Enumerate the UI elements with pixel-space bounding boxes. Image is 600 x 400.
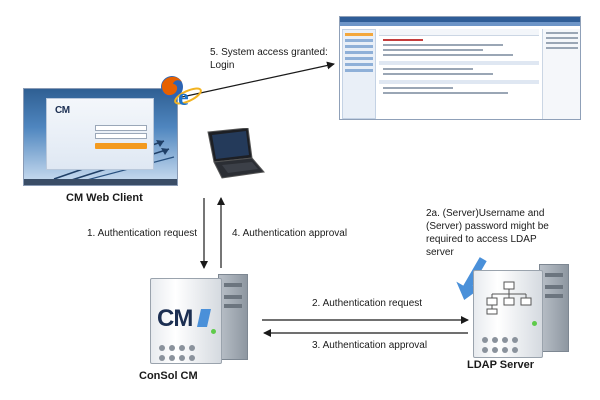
svg-text:e: e <box>178 85 189 110</box>
firefox-icon <box>159 74 185 100</box>
ldap-server-label: LDAP Server <box>467 359 535 371</box>
portal-menu-bar <box>340 22 580 26</box>
consol-cm-label: ConSol CM <box>139 370 198 382</box>
login-panel: CM <box>46 98 154 170</box>
cm-web-client-label: CM Web Client <box>66 192 143 204</box>
cm-logo: CM <box>157 305 193 332</box>
ldap-server-icon <box>473 260 573 360</box>
server-side-panel <box>218 274 248 360</box>
step5-label: 5. System access granted: Login <box>210 47 328 71</box>
portal-top-bar <box>340 17 580 22</box>
portal-sidebar <box>342 29 376 119</box>
step2a-label: 2a. (Server)Username and (Server) passwo… <box>426 208 549 258</box>
cm-logo-small: CM <box>55 105 70 116</box>
internet-explorer-icon: e <box>173 82 203 111</box>
step1-label: 1. Authentication request <box>87 228 198 239</box>
network-tree-icon <box>486 281 532 315</box>
username-field[interactable] <box>95 125 147 131</box>
cm-logo-mark <box>197 309 211 327</box>
laptop-icon <box>202 127 266 180</box>
step4-label: 4. Authentication approval <box>232 228 348 239</box>
step2-label: 2. Authentication request <box>312 298 423 309</box>
ldap-server-side <box>539 264 569 352</box>
arrow-step5 <box>181 61 335 98</box>
portal-screenshot <box>339 16 581 120</box>
consol-cm-server-icon: CM <box>150 270 254 366</box>
login-button[interactable] <box>95 143 147 149</box>
portal-main-content <box>379 29 539 119</box>
password-field[interactable] <box>95 133 147 139</box>
ldap-power-led <box>532 321 537 326</box>
ldap-server-front <box>473 270 543 358</box>
login-footer-bar <box>24 179 177 185</box>
portal-right-panel <box>542 29 580 119</box>
server-front-panel: CM <box>150 278 222 364</box>
arrow-step2a <box>456 257 487 301</box>
login-screenshot: CM <box>23 88 178 186</box>
step3-label: 3. Authentication approval <box>312 340 428 351</box>
power-led <box>211 329 216 334</box>
